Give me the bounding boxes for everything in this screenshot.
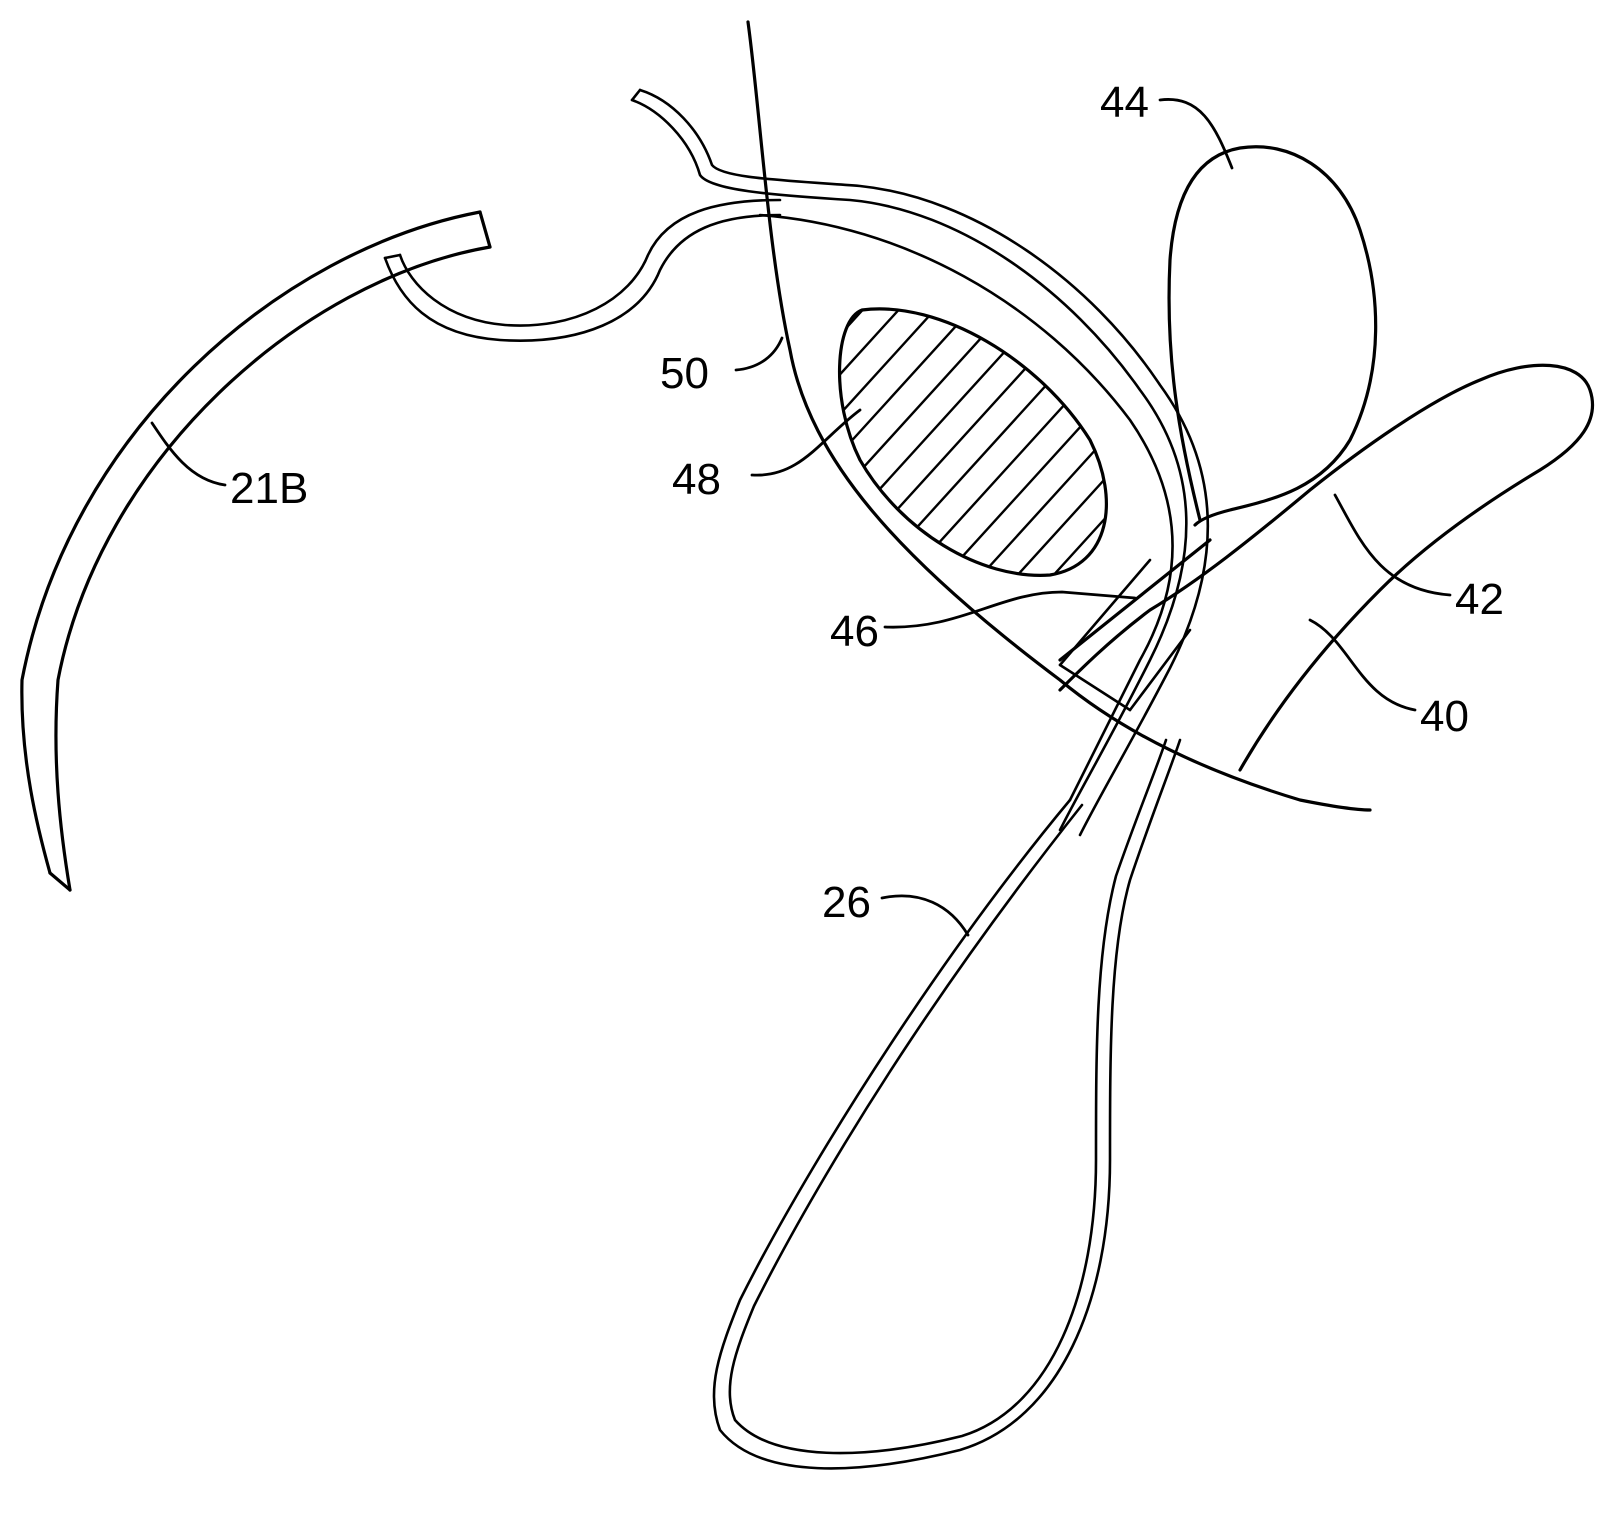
label-50: 50 — [660, 349, 709, 398]
label-42: 42 — [1455, 575, 1504, 624]
label-26: 26 — [822, 878, 871, 927]
leader-50 — [734, 336, 784, 372]
leader-46 — [883, 590, 1137, 629]
element-46 — [1058, 558, 1192, 712]
leader-48 — [750, 408, 862, 477]
curved-needle — [20, 210, 492, 892]
hatch-line — [436, 260, 836, 700]
leader-44 — [1158, 98, 1234, 170]
label-21b: 21B — [230, 464, 308, 513]
label-48: 48 — [672, 455, 721, 504]
hatch-line — [839, 308, 1107, 576]
loop-44 — [1167, 145, 1378, 527]
reference-numerals: 21B 50 48 46 44 42 40 26 — [230, 78, 1504, 927]
hatch-line — [839, 308, 1089, 576]
leader-21b — [150, 421, 227, 487]
leader-26 — [880, 894, 970, 937]
upper-strand — [630, 88, 1210, 837]
hatch-line — [839, 308, 981, 576]
hatch-line — [839, 308, 945, 576]
tissue-boundary-50 — [746, 20, 1372, 812]
hatch-line — [867, 308, 1107, 576]
label-44: 44 — [1100, 78, 1149, 127]
label-46: 46 — [830, 607, 879, 656]
anchor-element-40-42 — [1058, 363, 1595, 772]
leader-42 — [1333, 493, 1452, 597]
leader-40 — [1308, 618, 1417, 712]
hatch-line — [839, 308, 1017, 576]
inner-strand — [758, 213, 1174, 802]
label-40: 40 — [1420, 692, 1469, 741]
hatch-line — [839, 308, 1107, 576]
suture-loop-26 — [712, 738, 1182, 1470]
leader-lines — [150, 98, 1452, 937]
suture-tail — [383, 198, 782, 342]
